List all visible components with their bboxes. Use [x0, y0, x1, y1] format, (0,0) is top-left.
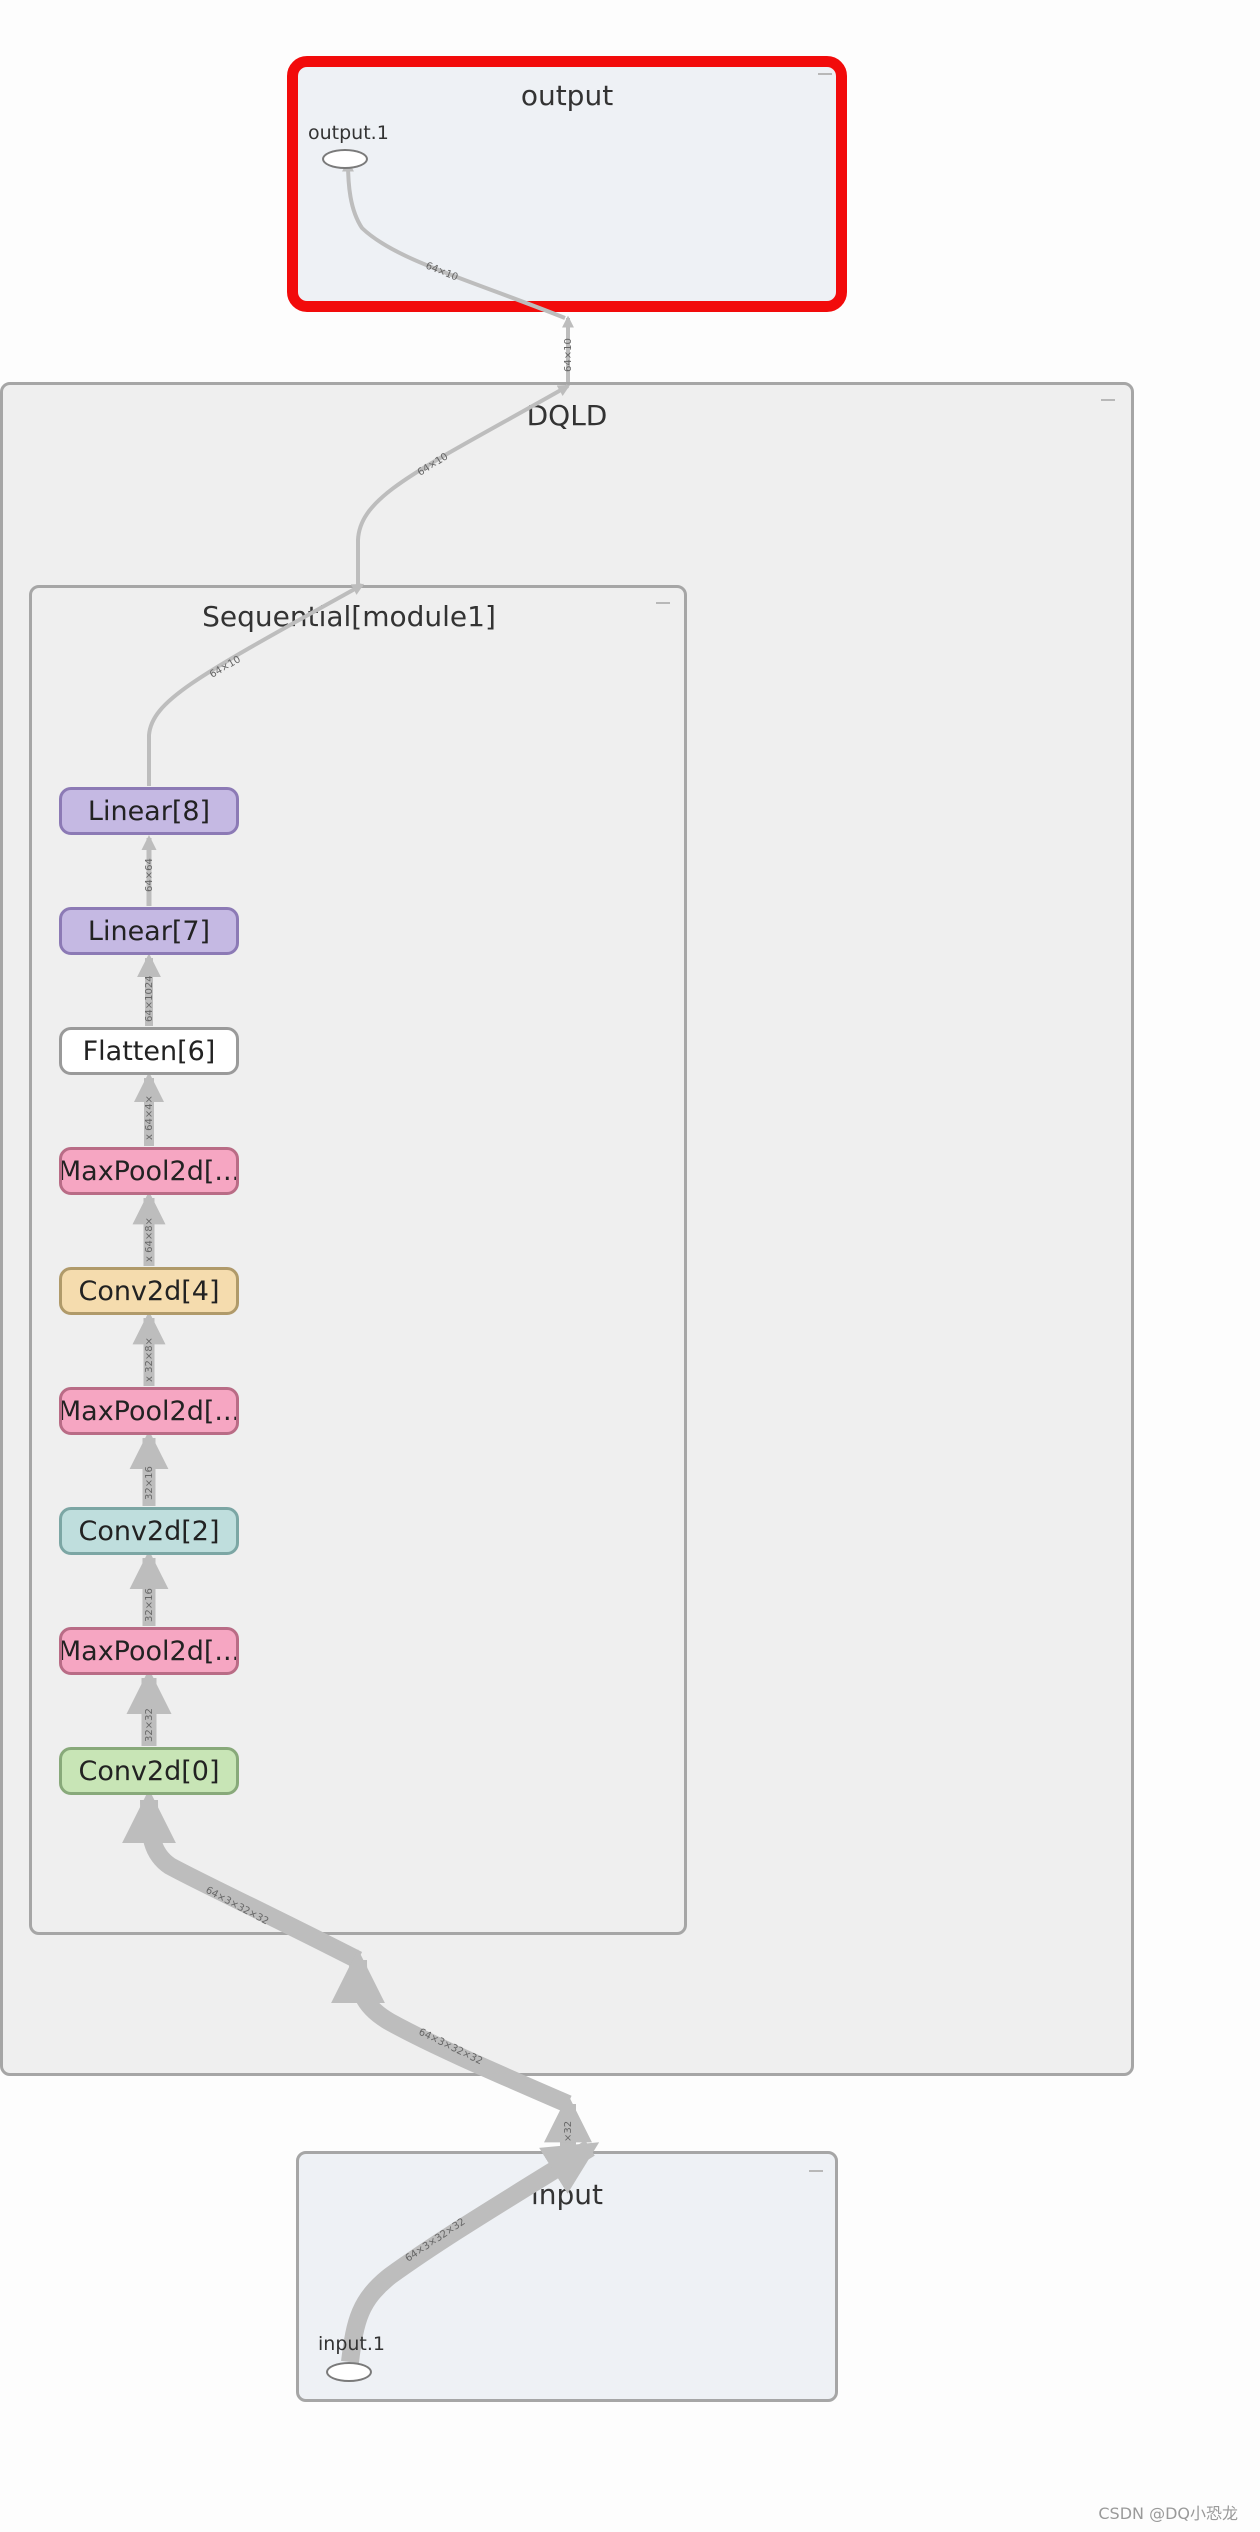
- edge-dqld-in: [331, 1949, 572, 2113]
- node-linear8-label: Linear[8]: [87, 795, 211, 827]
- node-linear7-label: Linear[7]: [87, 915, 211, 947]
- edge-output-inner: [342, 159, 566, 320]
- input-collapse-icon[interactable]: [809, 2170, 823, 2172]
- node-conv2-label: Conv2d[2]: [78, 1515, 220, 1547]
- sequential-collapse-icon[interactable]: [656, 602, 670, 604]
- node-linear8[interactable]: Linear[8]: [59, 787, 239, 835]
- edge-label-mp3-c4: x 32×8×: [144, 1337, 155, 1382]
- edge-label-mp5-f6: x 64×4×: [144, 1095, 155, 1140]
- edge-label-dqld-upper: 64×10: [416, 451, 451, 478]
- dqld-title: DQLD: [526, 399, 608, 432]
- dqld-collapse-icon[interactable]: [1101, 399, 1115, 401]
- output-node-label: output.1: [308, 122, 389, 144]
- node-conv2[interactable]: Conv2d[2]: [59, 1507, 239, 1555]
- node-flatten6-label: Flatten[6]: [82, 1035, 216, 1067]
- output-title: output: [520, 79, 614, 112]
- node-conv0-label: Conv2d[0]: [78, 1755, 220, 1787]
- input-node[interactable]: [326, 2362, 372, 2382]
- edge-dqld-upper: [356, 384, 571, 588]
- node-flatten6[interactable]: Flatten[6]: [59, 1027, 239, 1075]
- edge-label-c0-mp1: 32×32: [144, 1708, 155, 1742]
- output-group[interactable]: output: [287, 56, 847, 312]
- edge-label-out-vertical: 64×10: [563, 338, 574, 372]
- output-collapse-icon[interactable]: [818, 73, 832, 75]
- edge-label-out-inner: 64×10: [424, 261, 459, 284]
- edge-label-seq-upper: 64×10: [208, 654, 243, 680]
- edge-label-c2-mp3: 32×16: [144, 1466, 155, 1500]
- node-maxpool5-label: MaxPool2d[...: [59, 1155, 239, 1187]
- edge-label-c4-mp5: x 64×8×: [144, 1217, 155, 1262]
- edge-label-f6-l7: 64×1024: [144, 975, 155, 1022]
- node-maxpool3-label: MaxPool2d[...: [59, 1395, 239, 1427]
- watermark: CSDN @DQ小恐龙: [1098, 2504, 1238, 2523]
- node-maxpool5[interactable]: MaxPool2d[...: [59, 1147, 239, 1195]
- input-node-label: input.1: [318, 2333, 386, 2355]
- edge-input-inner: [341, 2140, 600, 2364]
- node-conv0[interactable]: Conv2d[0]: [59, 1747, 239, 1795]
- node-maxpool3[interactable]: MaxPool2d[...: [59, 1387, 239, 1435]
- node-conv4[interactable]: Conv2d[4]: [59, 1267, 239, 1315]
- edge-label-l7-l8: 64×64: [144, 858, 155, 892]
- node-maxpool1[interactable]: MaxPool2d[...: [59, 1627, 239, 1675]
- edge-seq-upper: [147, 583, 365, 786]
- sequential-title: Sequential[module1]: [202, 600, 496, 633]
- node-maxpool1-label: MaxPool2d[...: [59, 1635, 239, 1667]
- edge-label-mp1-c2: 32×16: [144, 1588, 155, 1622]
- output-node[interactable]: [322, 149, 368, 169]
- edge-label-in-vertical: ×32: [563, 2121, 574, 2142]
- node-conv4-label: Conv2d[4]: [78, 1275, 220, 1307]
- edge-seq-in: [122, 1789, 363, 1969]
- node-linear7[interactable]: Linear[7]: [59, 907, 239, 955]
